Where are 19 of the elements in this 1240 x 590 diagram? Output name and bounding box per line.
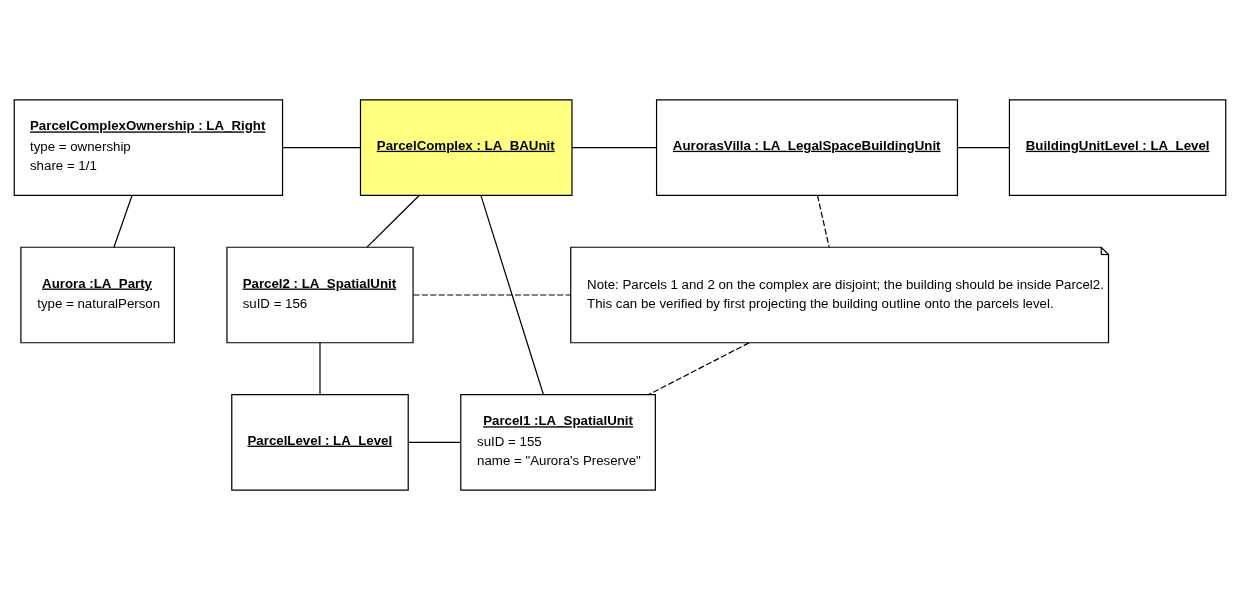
node-box: ParcelComplexOwnership : LA_Right type = ownership share = 1/1 <box>13 99 284 196</box>
connector <box>412 294 572 296</box>
connector <box>282 146 361 149</box>
node-box: Parcel1 :LA_SpatialUnit suID = 155 name = "Aurora's Preserve" <box>460 394 656 491</box>
connector <box>480 194 544 395</box>
connector <box>113 194 133 248</box>
connector <box>957 146 1010 149</box>
node-box: Aurora :LA_Party type = naturalPerson <box>20 246 175 344</box>
connector <box>366 194 420 248</box>
connector <box>407 441 461 444</box>
connector <box>816 194 830 248</box>
connector <box>319 342 321 396</box>
connector <box>571 146 658 149</box>
node-box: Parcel2 : LA_SpatialUnit suID = 156 <box>226 246 414 344</box>
node-box: ParcelComplex : LA_BAUnit <box>359 99 573 196</box>
node-box: BuildingUnitLevel : LA_Level <box>1008 99 1227 196</box>
node-box: AurorasVilla : LA_LegalSpaceBuildingUnit <box>655 99 959 196</box>
connector <box>647 342 750 396</box>
node-box: ParcelLevel : LA_Level <box>231 394 409 491</box>
